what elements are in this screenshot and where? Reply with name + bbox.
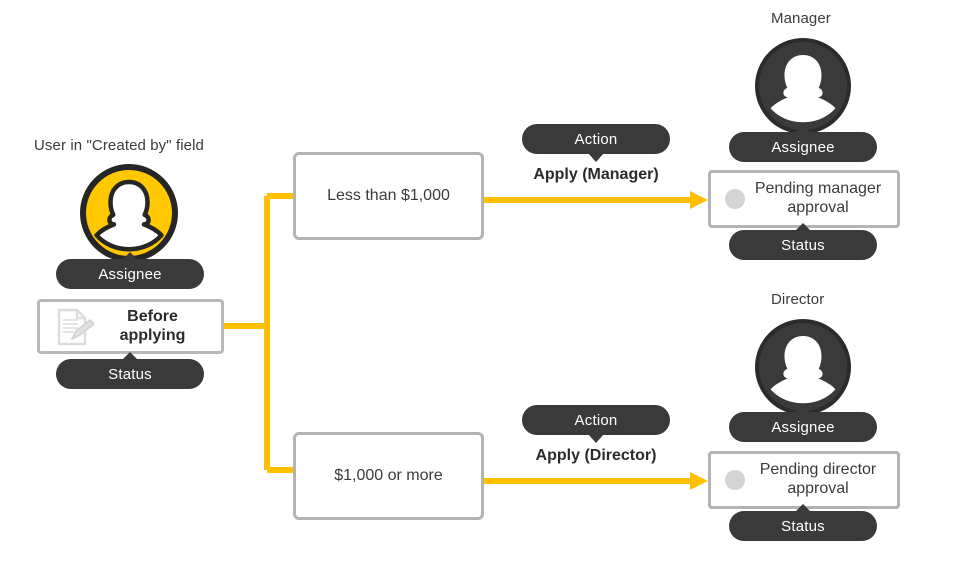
action-pill-label-manager: Action <box>574 130 618 148</box>
status-box-manager: Pending manager approval <box>708 170 900 228</box>
action-pill-manager: Action <box>522 124 670 162</box>
target-status-label-manager: Status <box>781 236 825 254</box>
target-caption-director: Director <box>771 291 825 308</box>
target-status-label-director: Status <box>781 517 825 535</box>
status-text-manager: Pending manager approval <box>754 180 882 216</box>
start-status-label: Status <box>108 365 152 383</box>
target-assignee-pill-manager: Assignee <box>729 125 877 162</box>
user-avatar-yellow-icon <box>79 163 179 263</box>
action-pill-label-director: Action <box>574 411 618 429</box>
condition-text-manager: Less than $1,000 <box>327 187 450 204</box>
condition-box-manager: Less than $1,000 <box>293 152 484 240</box>
status-box-director: Pending director approval <box>708 451 900 509</box>
target-status-pill-director: Status <box>729 504 877 541</box>
status-text-director: Pending director approval <box>759 461 877 497</box>
condition-text-director: $1,000 or more <box>334 467 443 484</box>
start-assignee-pill: Assignee <box>56 252 204 289</box>
start-status-pill: Status <box>56 352 204 389</box>
user-avatar-dark-icon-manager <box>753 36 853 136</box>
branch-connector <box>218 185 298 485</box>
target-assignee-pill-director: Assignee <box>729 405 877 442</box>
arrow-right-icon-manager <box>484 188 712 212</box>
start-status-box: Before applying <box>37 299 224 354</box>
status-dot-gray-icon-director <box>725 470 745 490</box>
condition-box-director: $1,000 or more <box>293 432 484 520</box>
target-assignee-label-manager: Assignee <box>771 138 835 156</box>
start-status-text: Before applying <box>119 307 186 344</box>
action-pill-director: Action <box>522 405 670 443</box>
target-caption-manager: Manager <box>771 10 831 27</box>
action-label-manager: Apply (Manager) <box>533 166 659 183</box>
target-assignee-label-director: Assignee <box>771 418 835 436</box>
action-label-director: Apply (Director) <box>535 447 657 464</box>
target-status-pill-manager: Status <box>729 223 877 260</box>
arrow-right-icon-director <box>484 469 712 493</box>
document-pen-icon <box>52 306 94 348</box>
status-dot-gray-icon-manager <box>725 189 745 209</box>
start-assignee-label: Assignee <box>98 265 162 283</box>
user-avatar-dark-icon-director <box>753 317 853 417</box>
start-caption: User in "Created by" field <box>34 137 204 154</box>
